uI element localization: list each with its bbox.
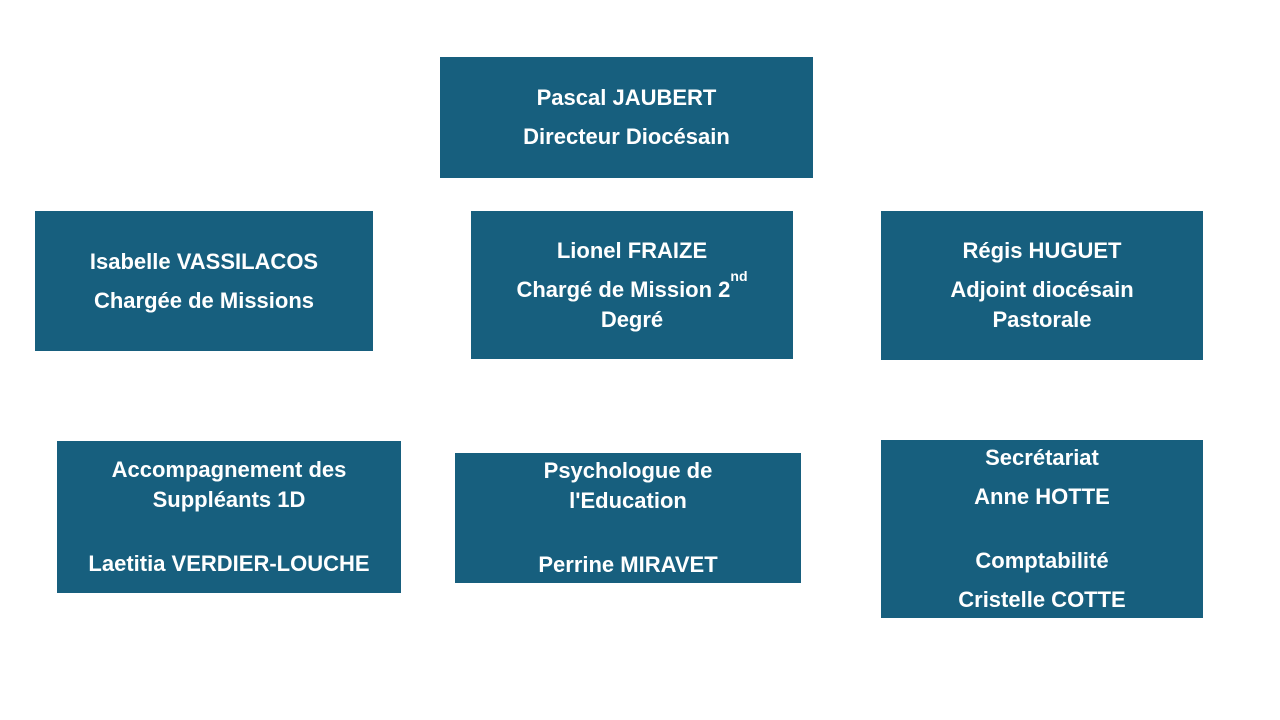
person-name: Perrine MIRAVET <box>538 552 718 577</box>
person-role-line2: Degré <box>600 306 664 332</box>
org-box-huguet[interactable]: Régis HUGUET Adjoint diocésain Pastorale <box>881 211 1203 360</box>
role-line1: Psychologue de <box>543 458 713 483</box>
person-name: Pascal JAUBERT <box>536 85 717 110</box>
person-role-line1: Adjoint diocésain <box>950 277 1134 302</box>
person-name1: Anne HOTTE <box>974 484 1110 509</box>
org-box-secretariat[interactable]: Secrétariat Anne HOTTE Comptabilité Cris… <box>881 440 1203 618</box>
person-name: Isabelle VASSILACOS <box>89 248 319 274</box>
person-name: Régis HUGUET <box>962 238 1122 263</box>
org-box-fraize[interactable]: Lionel FRAIZE Chargé de Mission 2nd Degr… <box>471 211 793 359</box>
role2: Comptabilité <box>975 548 1109 573</box>
person-name: Laetitia VERDIER-LOUCHE <box>88 551 370 576</box>
org-box-psychologue[interactable]: Psychologue de l'Education Perrine MIRAV… <box>455 453 801 583</box>
role-line1: Accompagnement des <box>111 457 347 482</box>
person-role-line2: Pastorale <box>992 307 1092 332</box>
role1: Secrétariat <box>985 445 1099 470</box>
org-box-director[interactable]: Pascal JAUBERT Directeur Diocésain <box>440 57 813 178</box>
role-line2: l'Education <box>569 488 687 513</box>
person-name: Lionel FRAIZE <box>556 237 708 263</box>
person-role: Chargée de Missions <box>93 287 315 313</box>
person-role-line1: Chargé de Mission 2nd <box>516 269 747 305</box>
org-box-suppleants[interactable]: Accompagnement des Suppléants 1D Laetiti… <box>57 441 401 593</box>
role-text: Chargé de Mission 2 <box>516 276 731 302</box>
role-superscript: nd <box>730 268 748 285</box>
role-line2: Suppléants 1D <box>152 487 306 512</box>
person-name2: Cristelle COTTE <box>958 587 1126 612</box>
org-box-vassilacos[interactable]: Isabelle VASSILACOS Chargée de Missions <box>35 211 373 351</box>
person-role: Directeur Diocésain <box>523 124 730 149</box>
